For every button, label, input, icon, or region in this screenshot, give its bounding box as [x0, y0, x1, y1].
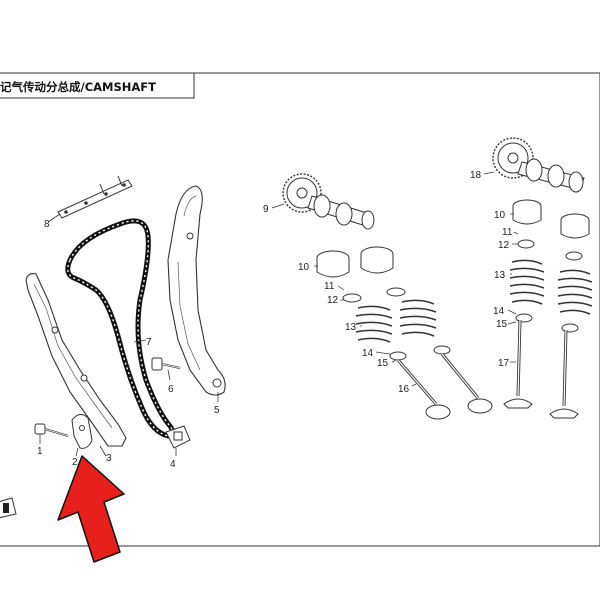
callout-6: 6 [168, 384, 174, 395]
callout-5: 5 [214, 405, 220, 416]
part-6-pivot-bolt [151, 357, 181, 381]
diagram-border [0, 72, 600, 547]
edge-part-fragment [0, 497, 17, 519]
part-4-chain-tensioner [165, 425, 191, 456]
callout-12-right: 12 [498, 240, 510, 251]
callout-14-left: 14 [362, 348, 374, 359]
red-pointer-arrow-icon [57, 455, 125, 563]
callout-3: 3 [106, 453, 112, 464]
valve-set-right [503, 199, 593, 419]
part-2-tensioner-lever [71, 414, 93, 457]
callout-11-right: 11 [502, 227, 513, 238]
part-18-camshaft-right [483, 137, 585, 193]
part-8-chain-guide-strip [47, 175, 133, 223]
callout-1: 1 [37, 446, 43, 457]
valve-set-left [316, 246, 493, 420]
callout-12-left: 12 [327, 295, 339, 306]
callout-11-left: 11 [324, 281, 335, 292]
callout-14-right: 14 [493, 306, 505, 317]
callout-8: 8 [44, 219, 50, 230]
callout-9: 9 [263, 204, 269, 215]
callout-17: 17 [498, 358, 510, 369]
part-5-chain-guide [167, 185, 226, 402]
callout-10-right: 10 [494, 210, 506, 221]
callout-4: 4 [170, 459, 176, 470]
callout-labels: 1 2 3 4 5 6 7 8 9 10 11 12 13 14 15 16 1… [37, 170, 513, 470]
callout-15-right: 15 [496, 319, 508, 330]
callout-2: 2 [72, 457, 78, 468]
part-3-tensioner-guide [25, 273, 127, 457]
callout-18: 18 [470, 170, 482, 181]
page-title: 记气传动分总成/CAMSHAFT [0, 80, 156, 94]
callout-15-left: 15 [377, 358, 389, 369]
title-box: 记气传动分总成/CAMSHAFT [0, 72, 195, 99]
callout-13-left: 13 [345, 322, 357, 333]
callout-7: 7 [146, 337, 152, 348]
callout-13-right: 13 [494, 270, 506, 281]
part-1-bolt [34, 423, 69, 444]
callout-16: 16 [398, 384, 410, 395]
callout-10-left: 10 [298, 262, 310, 273]
part-9-camshaft-left [271, 173, 375, 230]
leader-lines [314, 213, 519, 387]
